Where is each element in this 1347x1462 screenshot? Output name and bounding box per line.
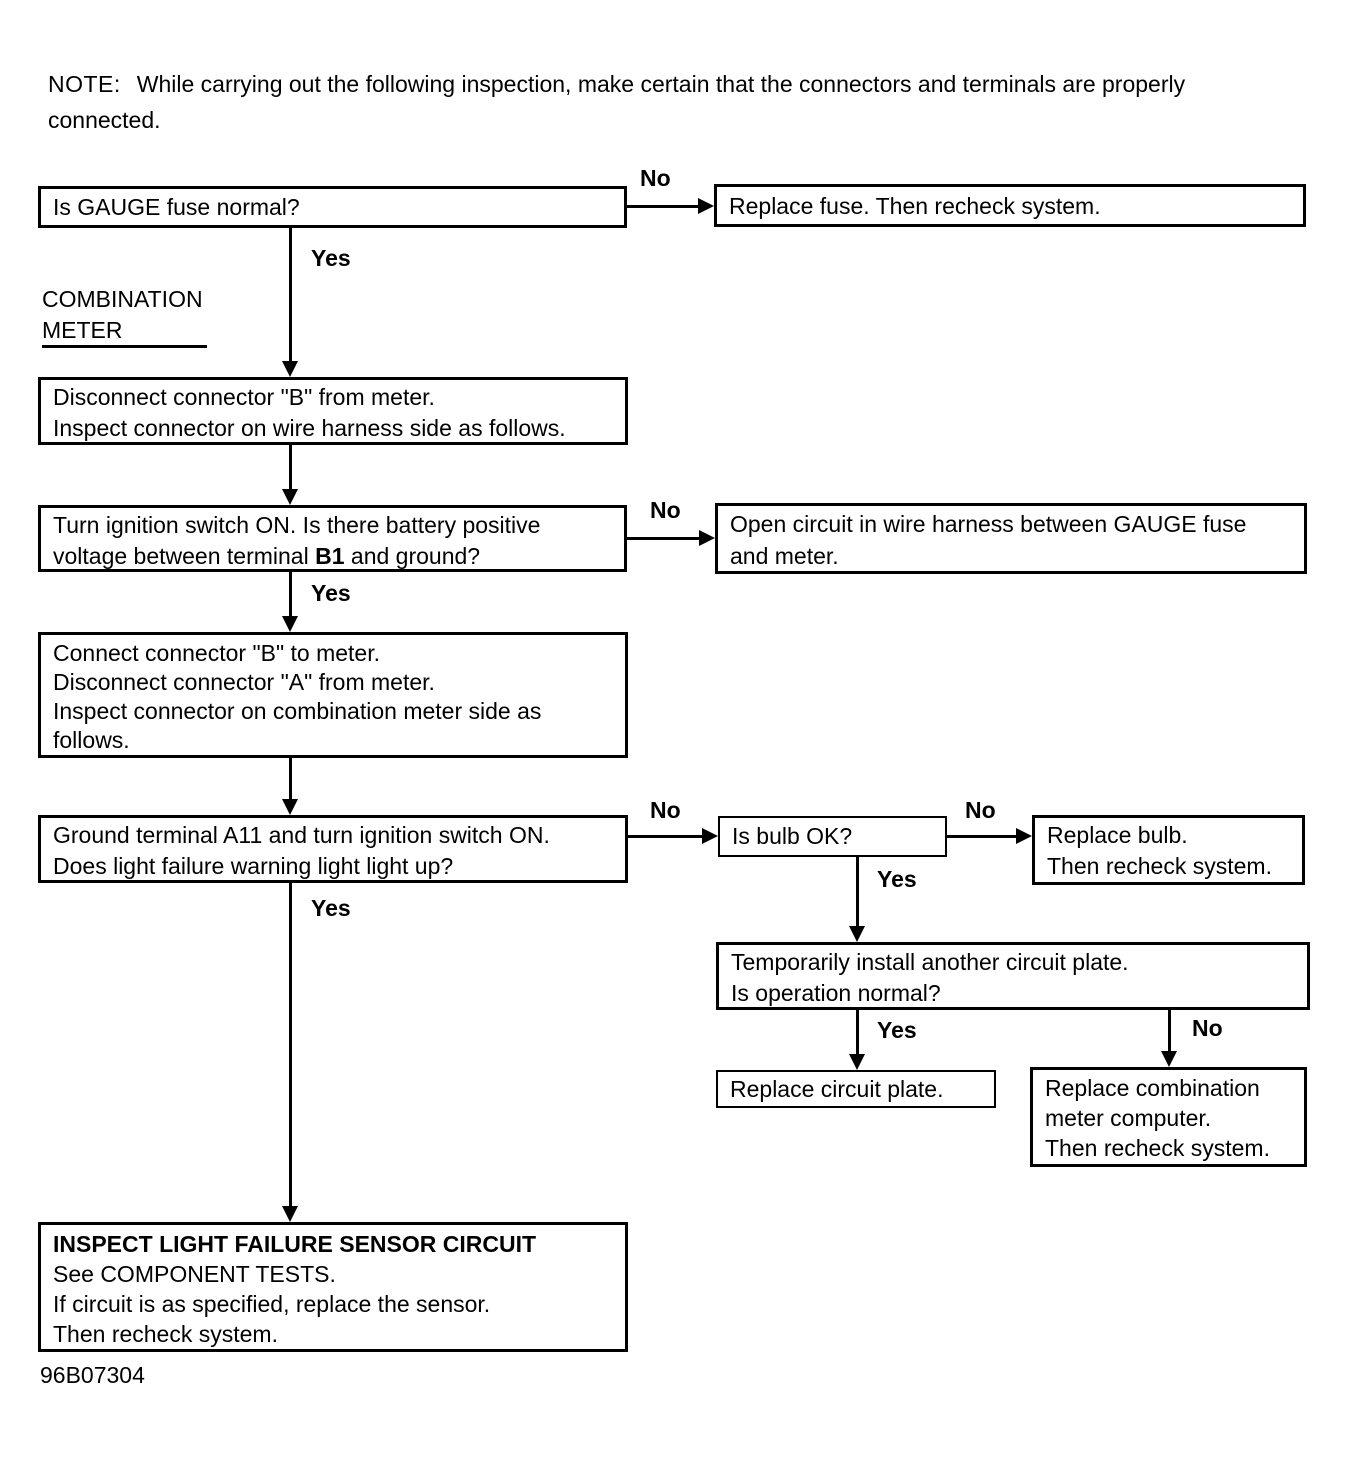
connector-line-connect-b-down <box>289 758 292 799</box>
note-body-1: While carrying out the following inspect… <box>136 71 1186 97</box>
section-label-line-2: METER <box>42 317 123 343</box>
connector-line-gauge-fuse-yes <box>289 228 292 361</box>
section-label-combination-meter: COMBINATION METER <box>42 284 203 346</box>
arrowhead-right-ignition-b1-no <box>699 530 715 546</box>
box-line: voltage between terminal B1 and ground? <box>53 541 612 572</box>
box-title: INSPECT LIGHT FAILURE SENSOR CIRCUIT <box>53 1231 537 1257</box>
box-line: If circuit is as specified, replace the … <box>53 1291 491 1317</box>
connector-line-ground-a11-no <box>628 835 704 838</box>
section-label-underline <box>42 345 207 348</box>
box-line: Does light failure warning light light u… <box>53 853 454 879</box>
box-line: See COMPONENT TESTS. <box>53 1261 336 1287</box>
box-line-segment: voltage between terminal <box>53 543 316 569</box>
box-line: Disconnect connector "B" from meter. <box>53 384 435 410</box>
box-inspect-light-failure-sensor: INSPECT LIGHT FAILURE SENSOR CIRCUIT See… <box>38 1222 628 1352</box>
box-line: Open circuit in wire harness between GAU… <box>730 511 1247 537</box>
box-line: Replace bulb. <box>1047 822 1188 848</box>
note-line-1: NOTE: While carrying out the following in… <box>48 66 1298 102</box>
box-replace-combination-meter: Replace combination meter computer. Then… <box>1030 1067 1307 1167</box>
box-line: Is GAUGE fuse normal? <box>53 194 300 220</box>
box-line: Connect connector "B" to meter. <box>53 640 380 666</box>
arrowhead-down-is-bulb-ok-yes <box>849 926 865 942</box>
connector-line-gauge-fuse-no <box>627 205 700 208</box>
connector-line-ignition-b1-no <box>627 537 700 540</box>
label-no-ignition-b1: No <box>650 497 681 523</box>
box-replace-fuse: Replace fuse. Then recheck system. <box>714 184 1306 227</box>
box-line: Turn ignition switch ON. Is there batter… <box>53 512 541 538</box>
arrowhead-down-temp-plate-yes <box>849 1054 865 1070</box>
box-ignition-b1-voltage: Turn ignition switch ON. Is there batter… <box>38 505 627 572</box>
box-line: Temporarily install another circuit plat… <box>731 949 1129 975</box>
arrowhead-down-connect-b <box>282 799 298 815</box>
arrowhead-down-temp-plate-no <box>1161 1051 1177 1067</box>
note-body-2: connected. <box>48 107 161 133</box>
label-no-temp-plate: No <box>1192 1015 1223 1041</box>
connector-line-ignition-b1-yes <box>289 572 292 616</box>
arrowhead-right-is-bulb-ok-no <box>1016 828 1032 844</box>
label-no-is-bulb-ok: No <box>965 797 996 823</box>
box-line: Inspect connector on combination meter s… <box>53 698 542 724</box>
box-disconnect-connector-b: Disconnect connector "B" from meter. Ins… <box>38 377 628 445</box>
arrowhead-down-ground-a11-yes <box>282 1206 298 1222</box>
label-yes-temp-plate: Yes <box>877 1017 917 1043</box>
box-line: follows. <box>53 727 130 753</box>
label-yes-gauge-fuse: Yes <box>311 245 351 271</box>
section-label-line-1: COMBINATION <box>42 286 203 312</box>
box-is-bulb-ok: Is bulb OK? <box>718 816 947 857</box>
box-line-segment: and ground? <box>344 543 481 569</box>
terminal-b1-label: B1 <box>315 543 345 569</box>
box-replace-circuit-plate: Replace circuit plate. <box>716 1070 996 1108</box>
box-line: Replace combination <box>1045 1075 1260 1101</box>
arrowhead-right-ground-a11-no <box>702 828 718 844</box>
box-line: Then recheck system. <box>1045 1135 1270 1161</box>
label-no-gauge-fuse: No <box>640 165 671 191</box>
arrowhead-down-disconnect-b <box>282 489 298 505</box>
label-yes-ground-a11: Yes <box>311 895 351 921</box>
box-line: Inspect connector on wire harness side a… <box>53 415 566 441</box>
box-line: Ground terminal A11 and turn ignition sw… <box>53 822 550 848</box>
connector-line-temp-plate-yes <box>856 1010 859 1054</box>
note-text: NOTE: While carrying out the following in… <box>48 66 1298 138</box>
arrowhead-right-gauge-fuse-no <box>698 198 714 214</box>
connector-line-ground-a11-yes <box>289 883 292 1206</box>
arrowhead-down-gauge-fuse-yes <box>282 361 298 377</box>
box-open-circuit: Open circuit in wire harness between GAU… <box>715 503 1307 574</box>
label-no-ground-a11: No <box>650 797 681 823</box>
box-line: meter computer. <box>1045 1105 1212 1131</box>
box-is-gauge-fuse-normal: Is GAUGE fuse normal? <box>38 186 627 228</box>
arrowhead-down-ignition-b1-yes <box>282 616 298 632</box>
label-yes-ignition-b1: Yes <box>311 580 351 606</box>
box-connect-b-disconnect-a: Connect connector "B" to meter. Disconne… <box>38 632 628 758</box>
box-line: Is operation normal? <box>731 980 941 1006</box>
box-line: Is bulb OK? <box>732 823 853 849</box>
box-line: Then recheck system. <box>1047 853 1272 879</box>
label-yes-is-bulb-ok: Yes <box>877 866 917 892</box>
figure-code: 96B07304 <box>40 1362 145 1388</box>
connector-line-is-bulb-ok-yes <box>856 857 859 926</box>
connector-line-disconnect-b-down <box>289 445 292 489</box>
box-line: Disconnect connector "A" from meter. <box>53 669 435 695</box>
box-line: and meter. <box>730 543 839 569</box>
box-line: Replace circuit plate. <box>730 1076 944 1102</box>
note-label: NOTE: <box>48 71 121 97</box>
box-line: Replace fuse. Then recheck system. <box>729 193 1101 219</box>
box-temp-circuit-plate: Temporarily install another circuit plat… <box>716 942 1310 1010</box>
connector-line-is-bulb-ok-no <box>947 835 1018 838</box>
box-line: Then recheck system. <box>53 1321 278 1347</box>
connector-line-temp-plate-no <box>1168 1010 1171 1051</box>
box-replace-bulb: Replace bulb. Then recheck system. <box>1032 815 1305 885</box>
box-ground-a11: Ground terminal A11 and turn ignition sw… <box>38 815 628 883</box>
